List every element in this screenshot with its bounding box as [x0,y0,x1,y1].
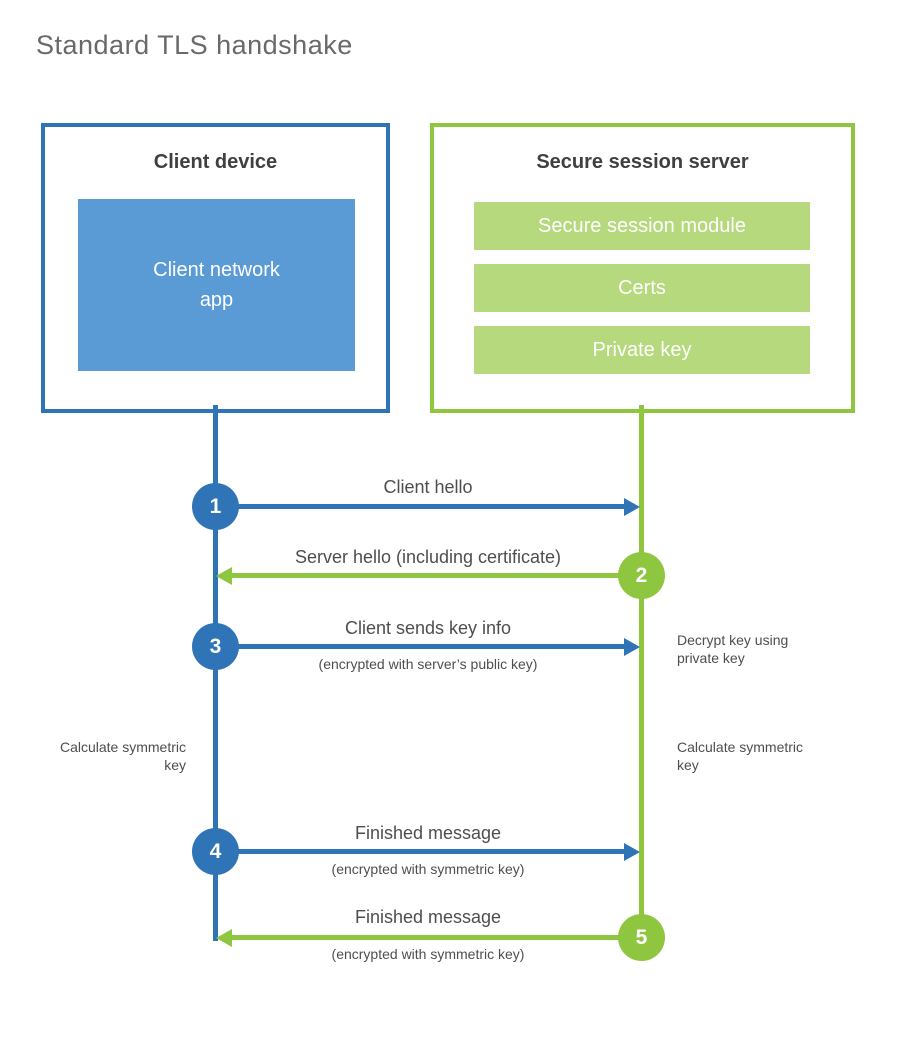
server-lifeline [639,405,644,938]
client-app-label-line2: app [199,289,234,311]
step4-message-sublabel: (encrypted with symmetric key) [331,861,525,877]
step1-message-label: Client hello [383,477,473,497]
step2-message-label: Server hello (including certificate) [294,547,562,567]
client-network-app-block: Client network app [78,199,355,371]
step3-message-sublabel: (encrypted with server’s public key) [318,656,538,672]
client-lifeline [213,405,218,941]
step1-badge: 1 [192,483,239,530]
step1-arrow-line [215,504,626,509]
arrowhead-left-icon [216,929,232,947]
step3-message-label: Client sends key info [344,618,512,638]
arrowhead-left-icon [216,567,232,585]
note-calculate-symmetric-key-server: Calculate symmetric key [677,739,804,773]
page-title: Standard TLS handshake [36,30,353,60]
arrowhead-right-icon [624,638,640,656]
step3-badge: 3 [192,623,239,670]
step3-arrow-line [215,644,626,649]
client-device-box: Client device Client network app [41,123,390,413]
note-decrypt-key: Decrypt key using private key [677,632,789,666]
note-calculate-symmetric-key-client: Calculate symmetric key [59,739,186,773]
step5-message-sublabel: (encrypted with symmetric key) [331,946,525,962]
step4-badge: 4 [192,828,239,875]
step2-arrow-line [232,573,641,578]
step5-badge: 5 [618,914,665,961]
client-app-label-line1: Client network [153,259,280,281]
secure-session-server-header: Secure session server [536,151,749,173]
step4-message-label: Finished message [354,823,502,843]
server-module-private-key: Private key [474,326,810,374]
step2-badge: 2 [618,552,665,599]
client-device-header: Client device [153,151,278,173]
step5-arrow-line [232,935,641,940]
server-module-secure-session: Secure session module [474,202,810,250]
arrowhead-right-icon [624,498,640,516]
step4-arrow-line [215,849,626,854]
secure-session-server-box: Secure session server Secure session mod… [430,123,855,413]
arrowhead-right-icon [624,843,640,861]
step5-message-label: Finished message [354,907,502,927]
server-module-certs: Certs [474,264,810,312]
